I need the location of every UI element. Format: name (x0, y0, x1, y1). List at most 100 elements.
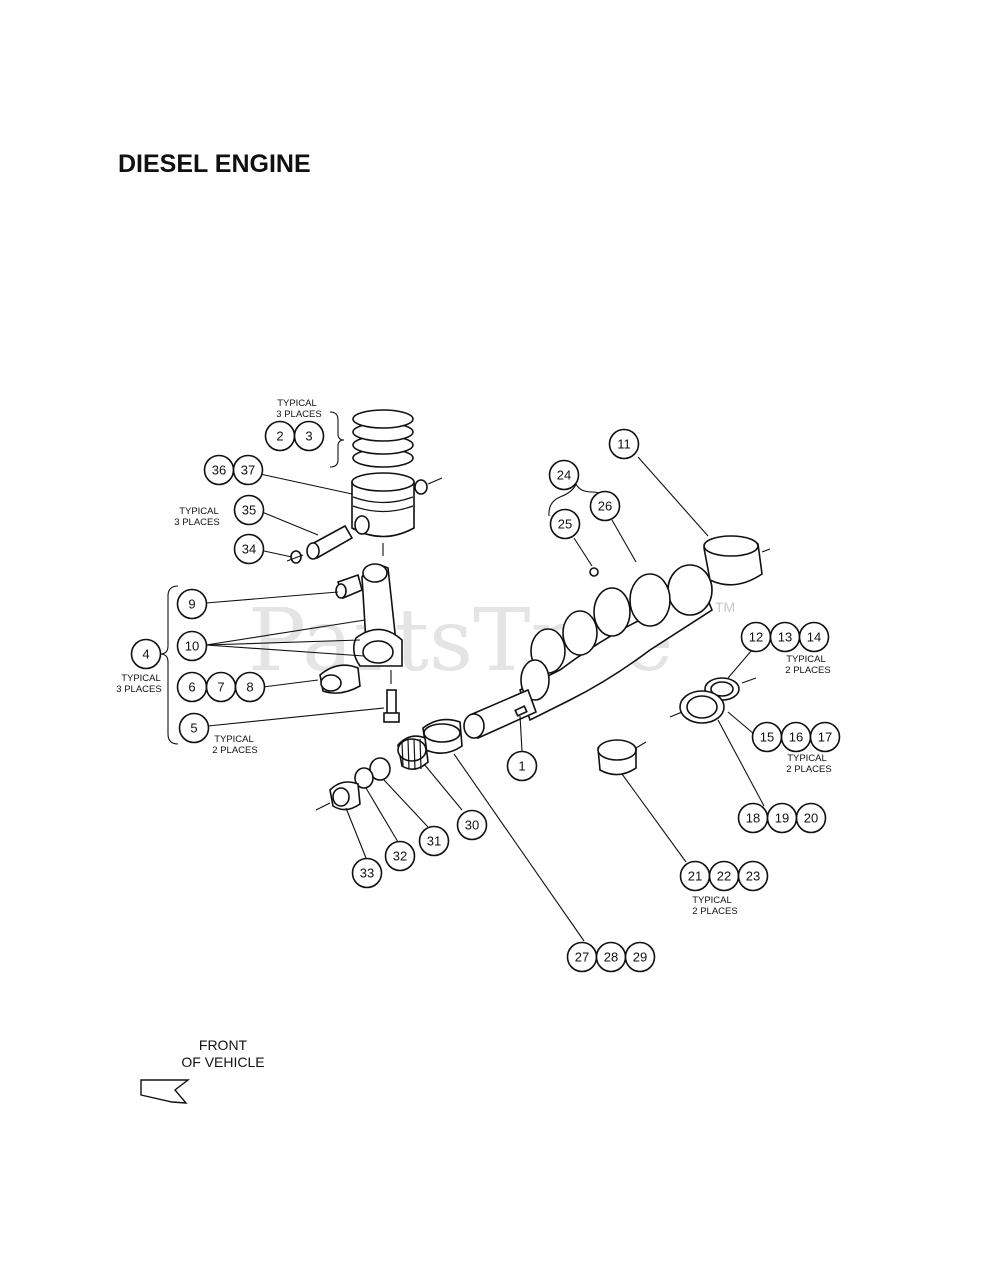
callout-33[interactable]: 33 (351, 857, 383, 889)
svg-text:9: 9 (188, 597, 195, 612)
note-rod-typical-2: 3 PLACES (116, 684, 161, 695)
note-bearing-21-typical-1: TYPICAL (692, 895, 732, 906)
thrust-bearing (597, 739, 647, 776)
note-bolt-typical-1: TYPICAL (214, 734, 254, 745)
svg-text:6: 6 (188, 680, 195, 695)
callout-6[interactable]: 6 (176, 671, 208, 703)
callout-5[interactable]: 5 (178, 712, 210, 744)
callout-28[interactable]: 28 (595, 941, 627, 973)
callout-35[interactable]: 35 (233, 494, 265, 526)
svg-text:8: 8 (246, 680, 253, 695)
svg-text:29: 29 (633, 950, 647, 965)
leader-lines (205, 456, 765, 942)
callout-34[interactable]: 34 (233, 533, 265, 565)
callout-18[interactable]: 18 (737, 802, 769, 834)
callout-2[interactable]: 2 (264, 420, 296, 452)
callout-20[interactable]: 20 (795, 802, 827, 834)
svg-text:18: 18 (746, 811, 760, 826)
svg-text:5: 5 (190, 721, 197, 736)
svg-text:28: 28 (604, 950, 618, 965)
note-rings-typical-1: TYPICAL (277, 398, 317, 409)
svg-text:30: 30 (465, 818, 479, 833)
callout-19[interactable]: 19 (766, 802, 798, 834)
crankshaft (463, 564, 713, 740)
svg-text:19: 19 (775, 811, 789, 826)
svg-text:17: 17 (818, 730, 832, 745)
svg-text:10: 10 (185, 639, 199, 654)
svg-text:22: 22 (717, 869, 731, 884)
svg-text:3: 3 (305, 429, 312, 444)
main-bearing-sleeve (703, 535, 771, 586)
rod-group-brace (159, 585, 179, 745)
callout-14[interactable]: 14 (798, 621, 830, 653)
svg-text:27: 27 (575, 950, 589, 965)
note-pin-typical-2: 3 PLACES (174, 517, 219, 528)
svg-text:20: 20 (804, 811, 818, 826)
callout-8[interactable]: 8 (234, 671, 266, 703)
washers (315, 757, 391, 811)
rod-bolt (383, 670, 400, 723)
callout-1[interactable]: 1 (506, 750, 538, 782)
svg-text:33: 33 (360, 866, 374, 881)
callout-37[interactable]: 37 (232, 454, 264, 486)
svg-text:24: 24 (557, 468, 571, 483)
watermark-tm: TM (715, 599, 735, 615)
callout-26[interactable]: 26 (589, 490, 621, 522)
front-label-line-2: OF VEHICLE (181, 1054, 264, 1070)
svg-text:21: 21 (688, 869, 702, 884)
svg-text:12: 12 (749, 630, 763, 645)
callout-17[interactable]: 17 (809, 721, 841, 753)
svg-text:13: 13 (778, 630, 792, 645)
callout-7[interactable]: 7 (205, 671, 237, 703)
piston (351, 472, 415, 556)
note-pin-typical-1: TYPICAL (179, 506, 219, 517)
rod-bearing (319, 664, 361, 694)
crank-gear (397, 735, 429, 771)
svg-text:14: 14 (807, 630, 821, 645)
rings-brace (329, 411, 345, 468)
oil-seals (669, 677, 757, 724)
callout-23[interactable]: 23 (737, 860, 769, 892)
callout-25[interactable]: 25 (549, 508, 581, 540)
callout-9[interactable]: 9 (176, 588, 208, 620)
callout-11[interactable]: 11 (608, 428, 640, 460)
callout-15[interactable]: 15 (751, 721, 783, 753)
note-seal-15-typical-2: 2 PLACES (786, 764, 831, 775)
svg-text:25: 25 (558, 517, 572, 532)
svg-text:34: 34 (242, 542, 256, 557)
svg-text:32: 32 (393, 849, 407, 864)
callout-13[interactable]: 13 (769, 621, 801, 653)
callout-12[interactable]: 12 (740, 621, 772, 653)
callout-29[interactable]: 29 (624, 941, 656, 973)
svg-text:16: 16 (789, 730, 803, 745)
note-seal-12-typical-2: 2 PLACES (785, 665, 830, 676)
callout-31[interactable]: 31 (418, 825, 450, 857)
svg-text:37: 37 (241, 463, 255, 478)
front-direction-arrow-icon (140, 1079, 191, 1104)
svg-text:1: 1 (518, 759, 525, 774)
callout-4[interactable]: 4 (130, 638, 162, 670)
note-rod-typical-1: TYPICAL (121, 673, 161, 684)
svg-text:2: 2 (276, 429, 283, 444)
svg-text:4: 4 (142, 647, 149, 662)
callout-22[interactable]: 22 (708, 860, 740, 892)
bushing (422, 718, 463, 754)
piston-rings (352, 409, 414, 468)
callout-32[interactable]: 32 (384, 840, 416, 872)
callout-10[interactable]: 10 (176, 630, 208, 662)
svg-text:7: 7 (217, 680, 224, 695)
front-label-line-1: FRONT (199, 1037, 248, 1053)
callout-36[interactable]: 36 (203, 454, 235, 486)
callout-21[interactable]: 21 (679, 860, 711, 892)
callout-3[interactable]: 3 (293, 420, 325, 452)
callout-27[interactable]: 27 (566, 941, 598, 973)
note-seal-12-typical-1: TYPICAL (786, 654, 826, 665)
svg-text:31: 31 (427, 834, 441, 849)
callout-16[interactable]: 16 (780, 721, 812, 753)
svg-text:23: 23 (746, 869, 760, 884)
svg-text:15: 15 (760, 730, 774, 745)
callout-30[interactable]: 30 (456, 809, 488, 841)
callout-24[interactable]: 24 (548, 459, 580, 491)
